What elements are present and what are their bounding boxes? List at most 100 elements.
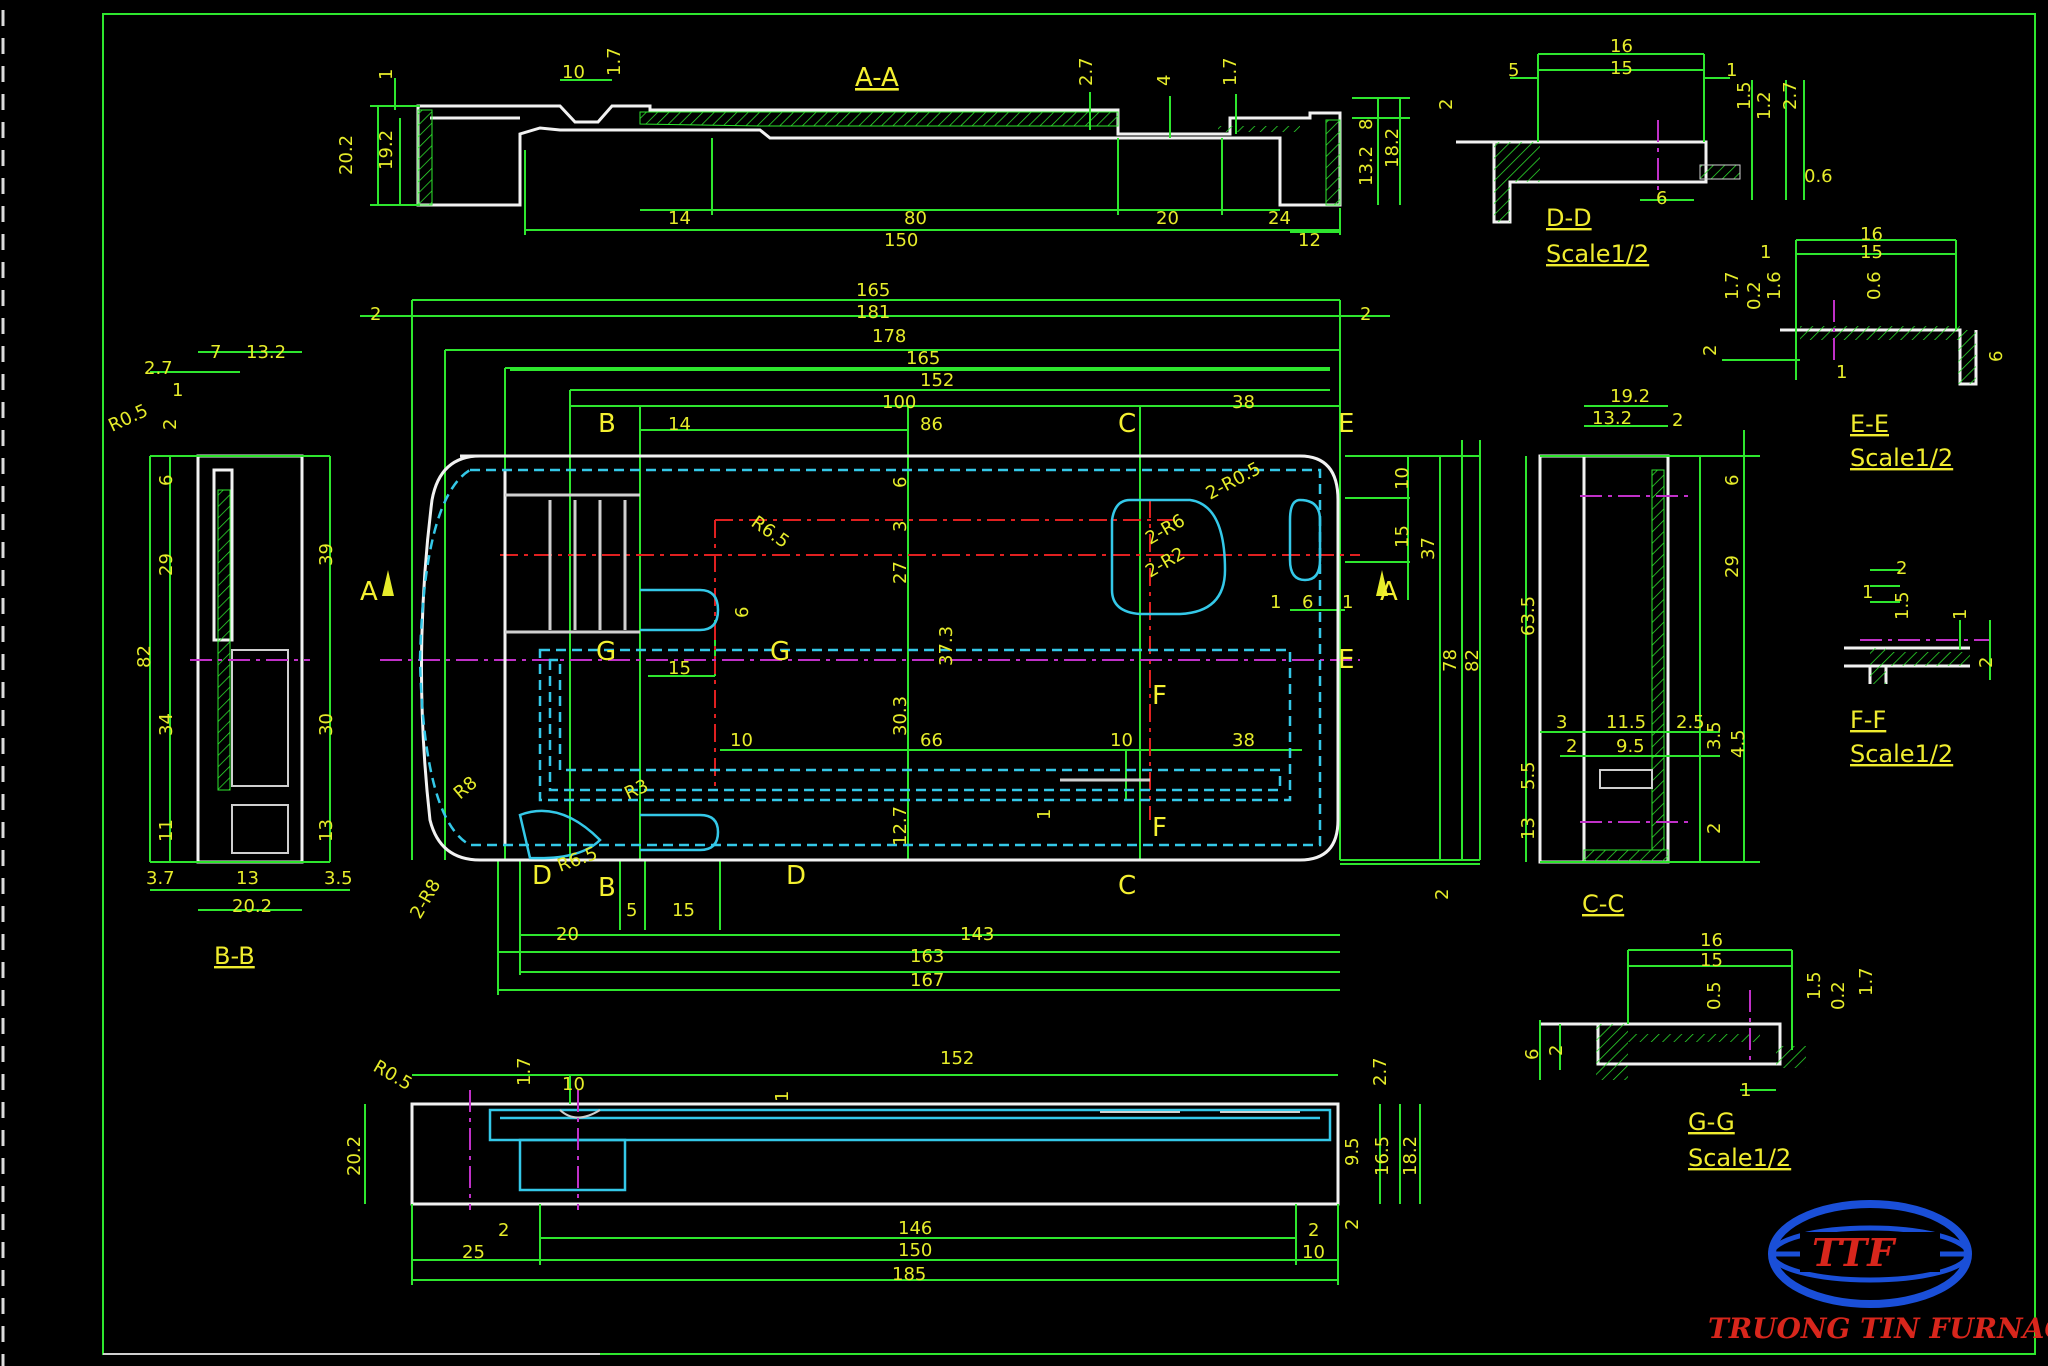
dim-label: 2.7	[1370, 1057, 1391, 1086]
dim-label: 152	[940, 1048, 974, 1069]
dim-label: 2	[370, 304, 381, 325]
section-marker-e: E	[1338, 409, 1354, 439]
dim-label: 178	[872, 326, 906, 347]
dim-label: 6	[156, 475, 177, 486]
dim-label: 2	[1360, 304, 1371, 325]
view-title: A-A	[855, 63, 899, 93]
dim-label: 10	[562, 62, 585, 83]
dim-label: 1	[1760, 242, 1771, 263]
dim-label: 15	[1392, 525, 1413, 548]
dim-label: 152	[920, 370, 954, 391]
dim-label: 16	[1860, 224, 1883, 245]
section-marker-f: F	[1152, 681, 1167, 711]
dim-label: 0.6	[1804, 166, 1833, 187]
view-title: B-B	[214, 942, 255, 970]
dim-label: 13.2	[246, 342, 286, 363]
dim-label: 15	[668, 658, 691, 679]
section-marker-d: D	[786, 861, 806, 891]
dim-label: 1.5	[1804, 971, 1825, 1000]
dim-label: 1	[1950, 609, 1971, 620]
dim-label: 34	[156, 713, 177, 736]
dim-label: 2	[1342, 1219, 1363, 1230]
view-scale: Scale1/2	[1546, 240, 1649, 268]
dim-label: 82	[134, 645, 155, 668]
section-ee-view: 16 1 15 1.7 0.2 1.6 0.6 2 1 6 E-E Scale1…	[1700, 224, 2007, 472]
dim-label: 163	[910, 946, 944, 967]
dim-label: 2	[1546, 1045, 1567, 1056]
dim-label: 1.7	[514, 1057, 535, 1086]
dim-label: 30	[316, 713, 337, 736]
dim-label: 2	[498, 1220, 509, 1241]
dim-label: 1.5	[1892, 591, 1913, 620]
dim-label: 2	[1432, 889, 1453, 900]
dim-label: 0.5	[1704, 981, 1725, 1010]
view-title: G-G	[1688, 1108, 1735, 1136]
dim-label: 15	[1700, 950, 1723, 971]
section-marker-a: A	[1380, 577, 1398, 607]
section-gg-view: 16 15 1.5 0.5 0.2 1.7 6 2 1 G-G Scale1/2	[1522, 930, 1877, 1172]
dim-label: 14	[668, 414, 691, 435]
dim-label: 6	[1302, 592, 1313, 613]
section-marker-c: C	[1118, 409, 1136, 439]
dim-label: 27	[890, 561, 911, 584]
dim-label: 78	[1440, 649, 1461, 672]
section-marker-g: G	[770, 637, 790, 667]
dim-label: 20.2	[336, 135, 357, 175]
dim-label: 13	[316, 819, 337, 842]
section-bb-view: 2.7 7 13.2 1 2 6 29 82 34 11 39 30 13 3.…	[134, 342, 353, 970]
dim-label: 20.2	[344, 1136, 365, 1176]
dim-label: 2	[1672, 410, 1683, 431]
dim-label: 2	[160, 419, 181, 430]
dim-label: 9.5	[1616, 736, 1645, 757]
dim-label: 6	[890, 477, 911, 488]
dim-label: 14	[668, 208, 691, 229]
dim-label: 5	[626, 900, 637, 921]
dim-label: 20.2	[232, 896, 272, 917]
dim-label: 146	[898, 1218, 932, 1239]
dim-label: 2	[1308, 1220, 1319, 1241]
view-title: D-D	[1546, 204, 1592, 232]
company-logo: TTF TRUONG TIN FURNACE	[1708, 1200, 2048, 1345]
dim-label: 150	[884, 230, 918, 251]
dim-label: 24	[1268, 208, 1291, 229]
section-marker-e: E	[1338, 645, 1354, 675]
dim-label: 1.5	[1734, 81, 1755, 110]
dim-label: 63.5	[1518, 596, 1539, 636]
dim-label: 2.7	[1076, 57, 1097, 86]
dim-label: 6	[1986, 351, 2007, 362]
dim-label: 16	[1700, 930, 1723, 951]
dim-label: 25	[462, 1242, 485, 1263]
dim-label: 29	[1722, 555, 1743, 578]
dim-label: 165	[856, 280, 890, 301]
dim-label: 1	[1836, 362, 1847, 383]
dim-label: 6	[732, 607, 753, 618]
dim-label: 167	[910, 970, 944, 991]
dim-label: 19.2	[1610, 386, 1650, 407]
dim-label: 1	[1034, 809, 1055, 820]
dim-label: 2	[1700, 345, 1721, 356]
dim-label: 2	[1976, 657, 1997, 668]
dim-label: 86	[920, 414, 943, 435]
dim-label: 6	[1656, 188, 1667, 209]
drawing-border	[102, 13, 2036, 1355]
dim-label: 2	[1896, 558, 1907, 579]
section-marker-b: B	[598, 873, 616, 903]
dim-label: 100	[882, 392, 916, 413]
view-scale: Scale1/2	[1850, 740, 1953, 768]
dim-label: 10	[1302, 1242, 1325, 1263]
dim-label: 3	[1556, 712, 1567, 733]
view-scale: Scale1/2	[1688, 1144, 1791, 1172]
dim-label: 10	[1110, 730, 1133, 751]
dim-label: 15	[1610, 58, 1633, 79]
dim-label: 5	[1508, 60, 1519, 81]
dim-label: 9.5	[1342, 1137, 1363, 1166]
dim-label: 12	[1298, 230, 1321, 251]
dim-label: 2.7	[144, 358, 173, 379]
section-marker-c: C	[1118, 871, 1136, 901]
dim-label: 13	[1518, 817, 1539, 840]
dim-label: 185	[892, 1264, 926, 1285]
section-cc-view: 19.2 13.2 2 6 29 63.5 3 11.5 2.5 2 9.5 3…	[1518, 386, 1760, 918]
view-scale: Scale1/2	[1850, 444, 1953, 472]
dim-label: 11.5	[1606, 712, 1646, 733]
